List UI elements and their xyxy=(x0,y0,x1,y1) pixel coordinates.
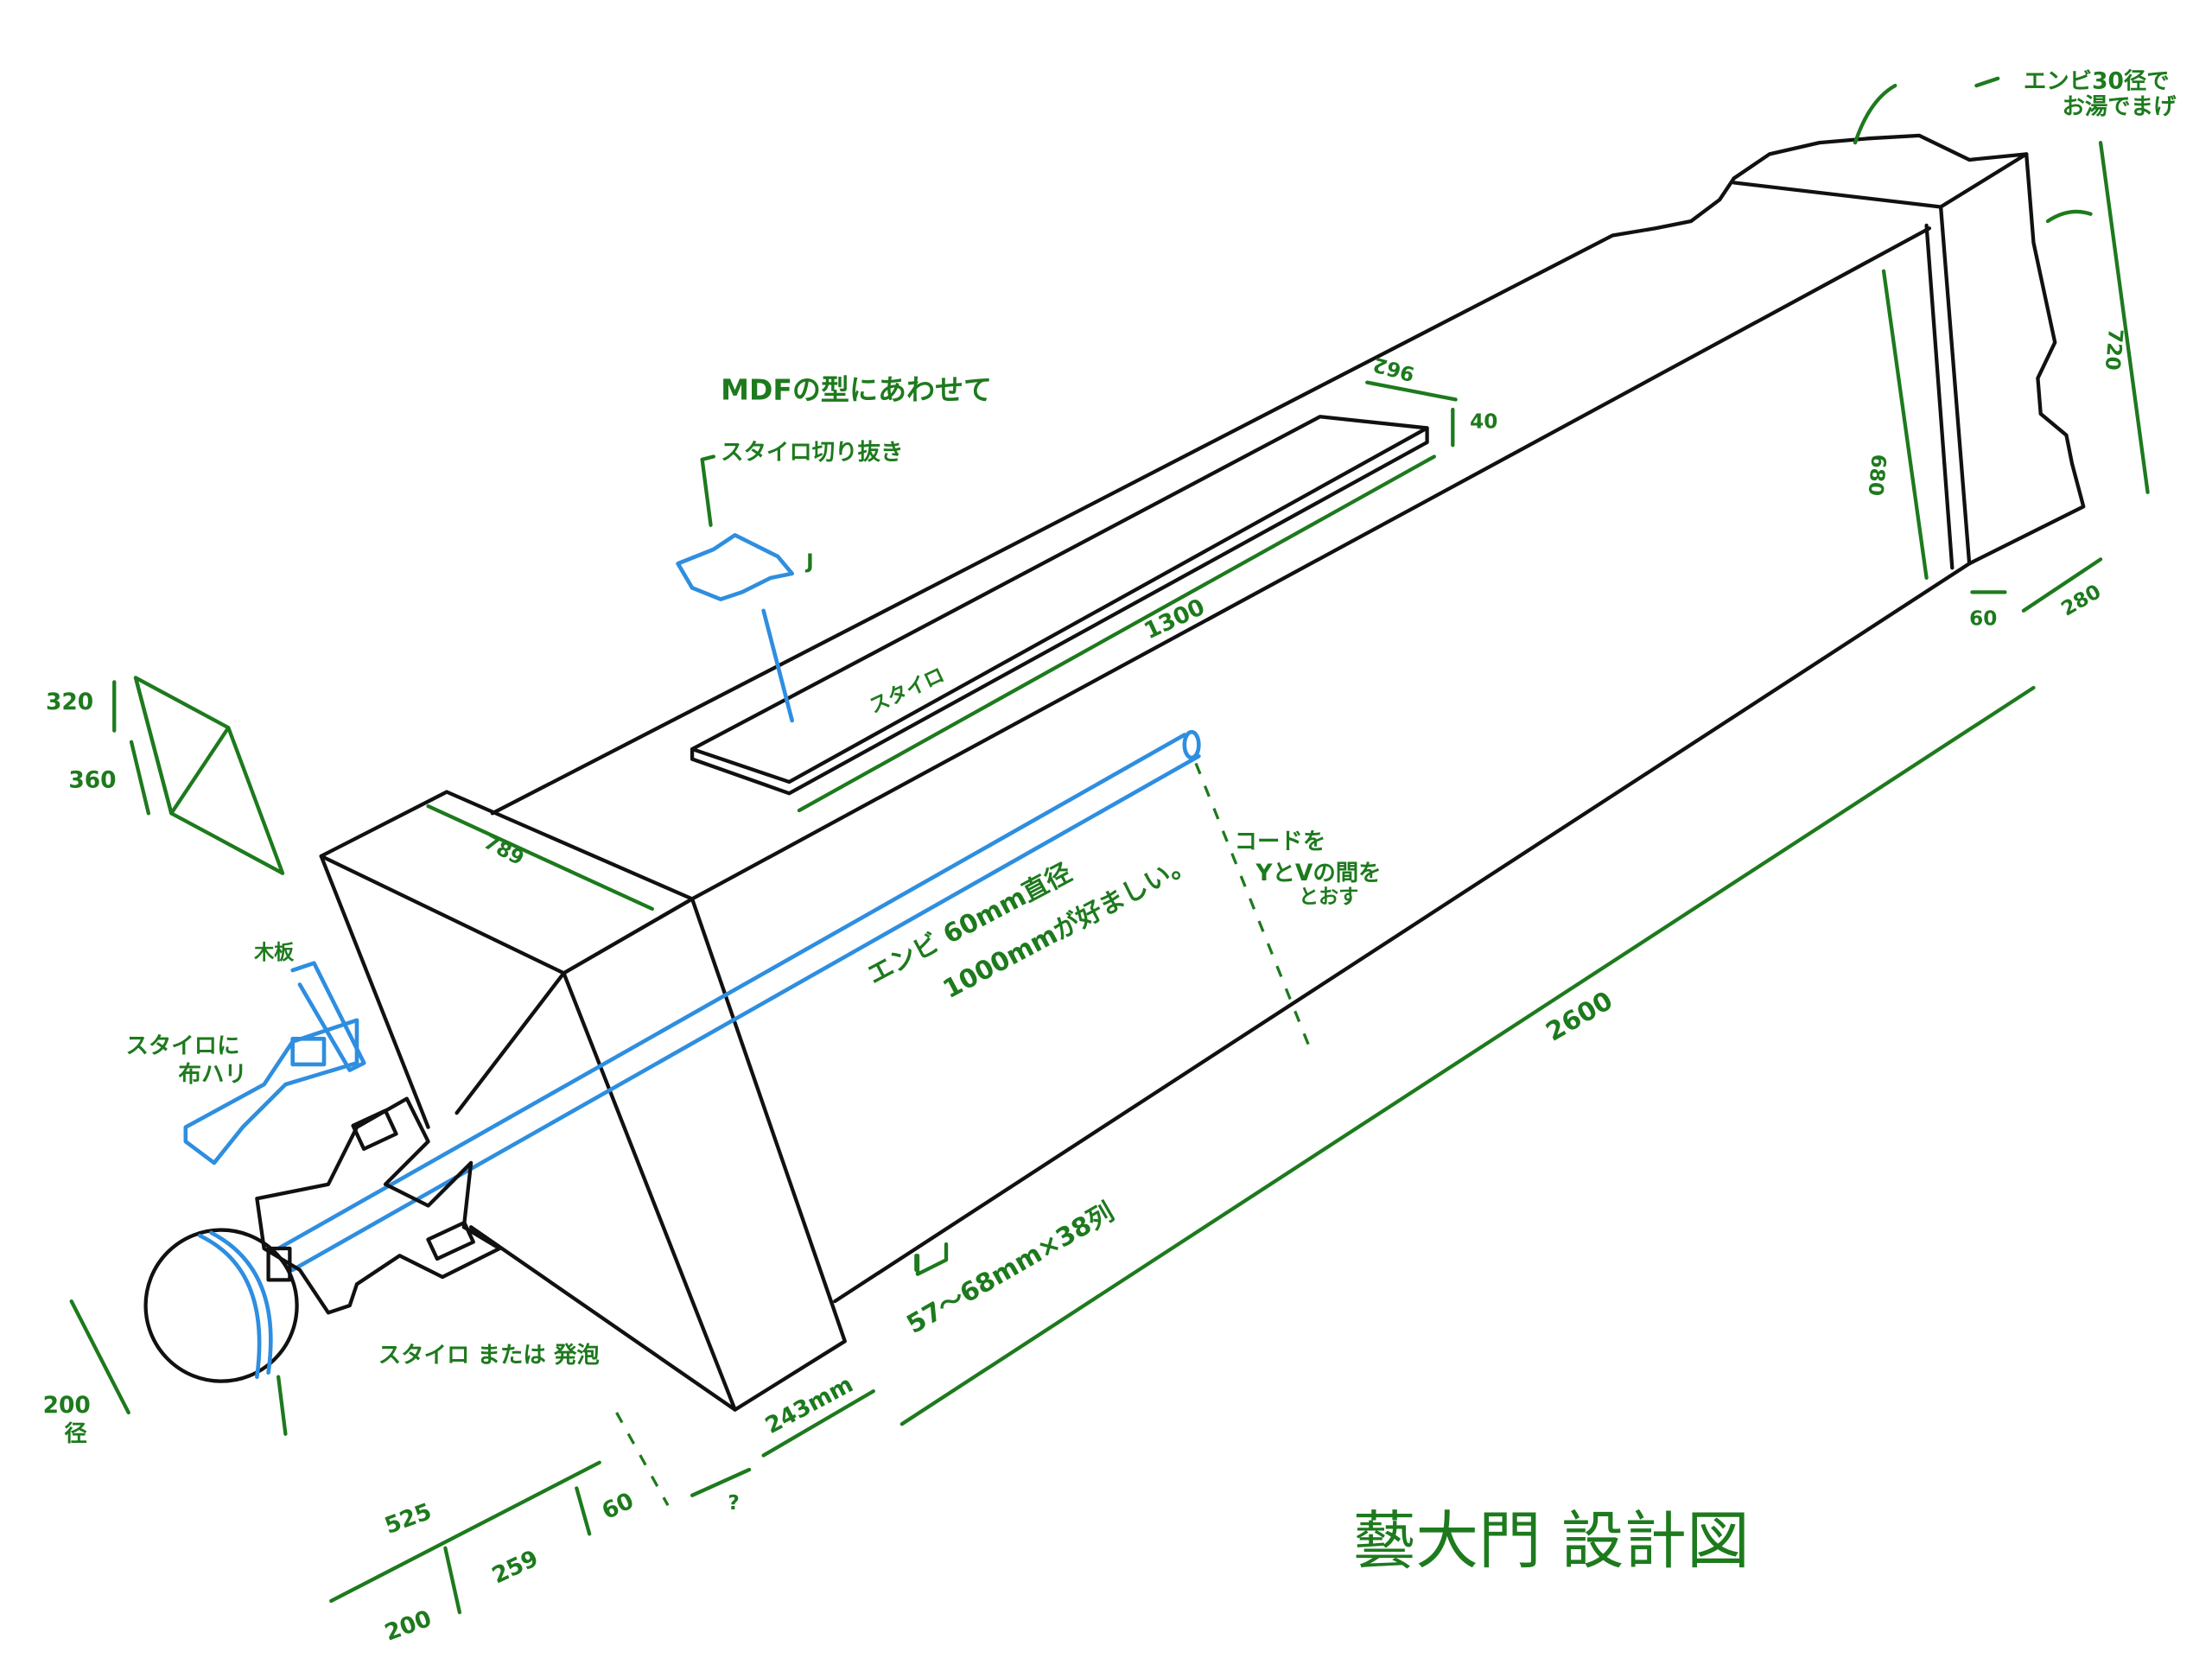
dimension-lines xyxy=(69,76,2150,1615)
dim-seg3: 60 xyxy=(598,1488,638,1526)
note-pvc-bend2: お湯でまげ xyxy=(2062,93,2177,120)
note-cord: コードを xyxy=(1235,829,1326,855)
title: 藝大門 設計図 xyxy=(1353,1505,1750,1578)
dim-detail-a: 320 xyxy=(46,689,93,715)
note-sphere2: 径 xyxy=(64,1420,86,1447)
note-cord2: YとVの間を xyxy=(1255,860,1381,886)
note-cloth: スタイロに xyxy=(125,1032,239,1059)
dim-beam-height: 680 xyxy=(1864,454,1890,497)
note-styro: スタイロ xyxy=(866,664,948,719)
dim-unknown: ? xyxy=(728,1492,739,1515)
sphere-ornament xyxy=(143,1096,502,1383)
note-pvc-bend: エンビ30径で xyxy=(2024,67,2170,94)
cloth-board xyxy=(183,532,794,1166)
marker-j: J xyxy=(804,550,814,573)
dim-top-width: 962 xyxy=(1371,353,1417,385)
note-wood: 木板 xyxy=(253,942,295,964)
dim-detail-b: 360 xyxy=(68,767,116,794)
note-styro-cut: スタイロ切り抜き xyxy=(721,439,903,466)
end-cap xyxy=(319,790,847,1412)
detail-block xyxy=(133,676,285,875)
note-mdf: MDFの型にあわせて xyxy=(721,372,992,406)
dim-slot-height: 40 xyxy=(1470,410,1497,433)
note-slats: 57〜68mm×38列 xyxy=(902,1197,1120,1340)
styro-slot xyxy=(690,415,1429,796)
dim-seg1: 200 xyxy=(381,1605,435,1647)
note-sphere: 200 xyxy=(43,1392,91,1419)
dim-groove: 60 xyxy=(1969,607,1997,630)
dim-total: 525 xyxy=(381,1498,435,1540)
dim-cap-width: 789 xyxy=(480,831,527,871)
dim-length: 2600 xyxy=(1541,986,1618,1048)
dim-seg2: 259 xyxy=(488,1545,543,1589)
note-foam: スタイロ または 発泡 xyxy=(378,1342,600,1369)
note-cloth2: 布ハリ xyxy=(179,1061,247,1088)
beam xyxy=(490,133,2086,1304)
note-cord3: とおす xyxy=(1299,886,1358,908)
dim-end-depth: 280 xyxy=(2057,581,2105,621)
pvc-pipe xyxy=(276,729,1201,1273)
dim-end-height: 720 xyxy=(2101,327,2126,371)
